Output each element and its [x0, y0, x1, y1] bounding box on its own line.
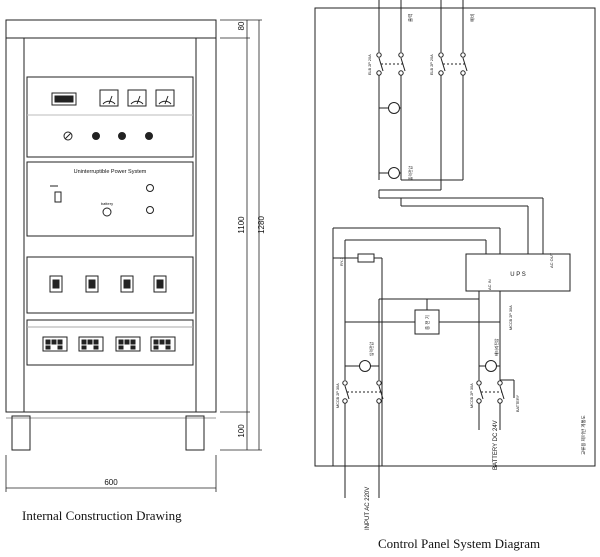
meter-panel: [26, 76, 194, 158]
ups-panel-label: Uninterruptible Power System: [74, 169, 147, 175]
label-mccb-input: MCCB 2P 30A: [336, 383, 340, 408]
label-output-2: 예비: [469, 14, 476, 22]
ups-panel: [26, 161, 194, 237]
cabinet-top-cap: [5, 19, 217, 39]
terminal-block-1: [42, 336, 68, 352]
label-mccb-battery: MCCB 2P 30A: [470, 383, 474, 408]
label-charger: 충 전 기: [424, 315, 431, 330]
breaker-2: [85, 275, 99, 293]
ups-lamp-2: [146, 206, 154, 214]
label-output-voltage: 출력전압: [408, 166, 413, 180]
label-battery-side: BATTERY: [516, 394, 520, 412]
input-voltmeter: [359, 360, 371, 372]
ups-lamp-1: [146, 184, 154, 192]
ups-block: [465, 253, 571, 292]
lamp-2: [118, 132, 126, 140]
label-ups: U P S: [510, 272, 526, 278]
breaker-panel: [26, 256, 194, 314]
label-elb-2: ELB 2P 20A: [430, 54, 434, 75]
cabinet-drawing: [5, 19, 217, 451]
selector-switch: [63, 131, 73, 141]
mccb-battery: [476, 380, 505, 404]
label-ac-in: AC IN: [487, 279, 492, 290]
label-output-1: 출력: [407, 14, 414, 22]
schematic-diagram: [314, 0, 596, 498]
mccb-input: [342, 380, 384, 404]
analog-meter-1: [99, 89, 119, 107]
dim-1280: 1280: [257, 216, 266, 234]
cabinet-frame: [5, 37, 217, 413]
battery-switch: [102, 207, 112, 217]
lamp-3: [145, 132, 153, 140]
caption-system-diagram: Control Panel System Diagram: [378, 536, 541, 551]
elb-breaker-1: [376, 52, 406, 76]
breaker-1: [49, 275, 63, 293]
dimension-lines: [5, 19, 262, 492]
dim-1100: 1100: [237, 216, 246, 234]
label-mccb-charger: MCCB 2P 30A: [509, 305, 513, 330]
battery-switch-label: battery: [101, 201, 113, 206]
breaker-3: [120, 275, 134, 293]
label-ac-out: AC OUT: [549, 252, 554, 268]
dim-top-80: 80: [237, 21, 246, 30]
label-battery-voltage: 배터리전압: [494, 338, 499, 356]
cabinet-foot-right: [185, 415, 205, 451]
cabinet-foot-left: [11, 415, 31, 451]
output-ammeter: [388, 102, 400, 114]
caption-internal-drawing: Internal Construction Drawing: [22, 508, 182, 523]
dim-base-100: 100: [237, 424, 246, 438]
terminal-panel: [26, 319, 194, 366]
terminal-block-2: [78, 336, 104, 352]
terminal-block-3: [115, 336, 141, 352]
lamp-1: [92, 132, 100, 140]
schematic-border: [314, 7, 596, 467]
dim-width-600: 600: [104, 478, 118, 487]
relay-ry1: [357, 253, 375, 263]
output-voltmeter: [388, 167, 400, 179]
terminal-block-4: [150, 336, 176, 352]
label-input-voltage: 입력전압: [369, 342, 374, 356]
analog-meter-2: [127, 89, 147, 107]
label-battery-spec: BATTERY DC 24V: [493, 420, 499, 470]
elb-breaker-2: [438, 52, 468, 76]
label-side-note: 교류용 제어반 계통도: [580, 415, 587, 455]
battery-voltmeter: [485, 360, 497, 372]
breaker-4: [153, 275, 167, 293]
label-elb-1: ELB 2P 20A: [368, 54, 372, 75]
label-input-spec: INPUT AC 220V: [365, 487, 371, 530]
analog-meter-3: [155, 89, 175, 107]
label-relay: RY-1: [339, 257, 344, 266]
